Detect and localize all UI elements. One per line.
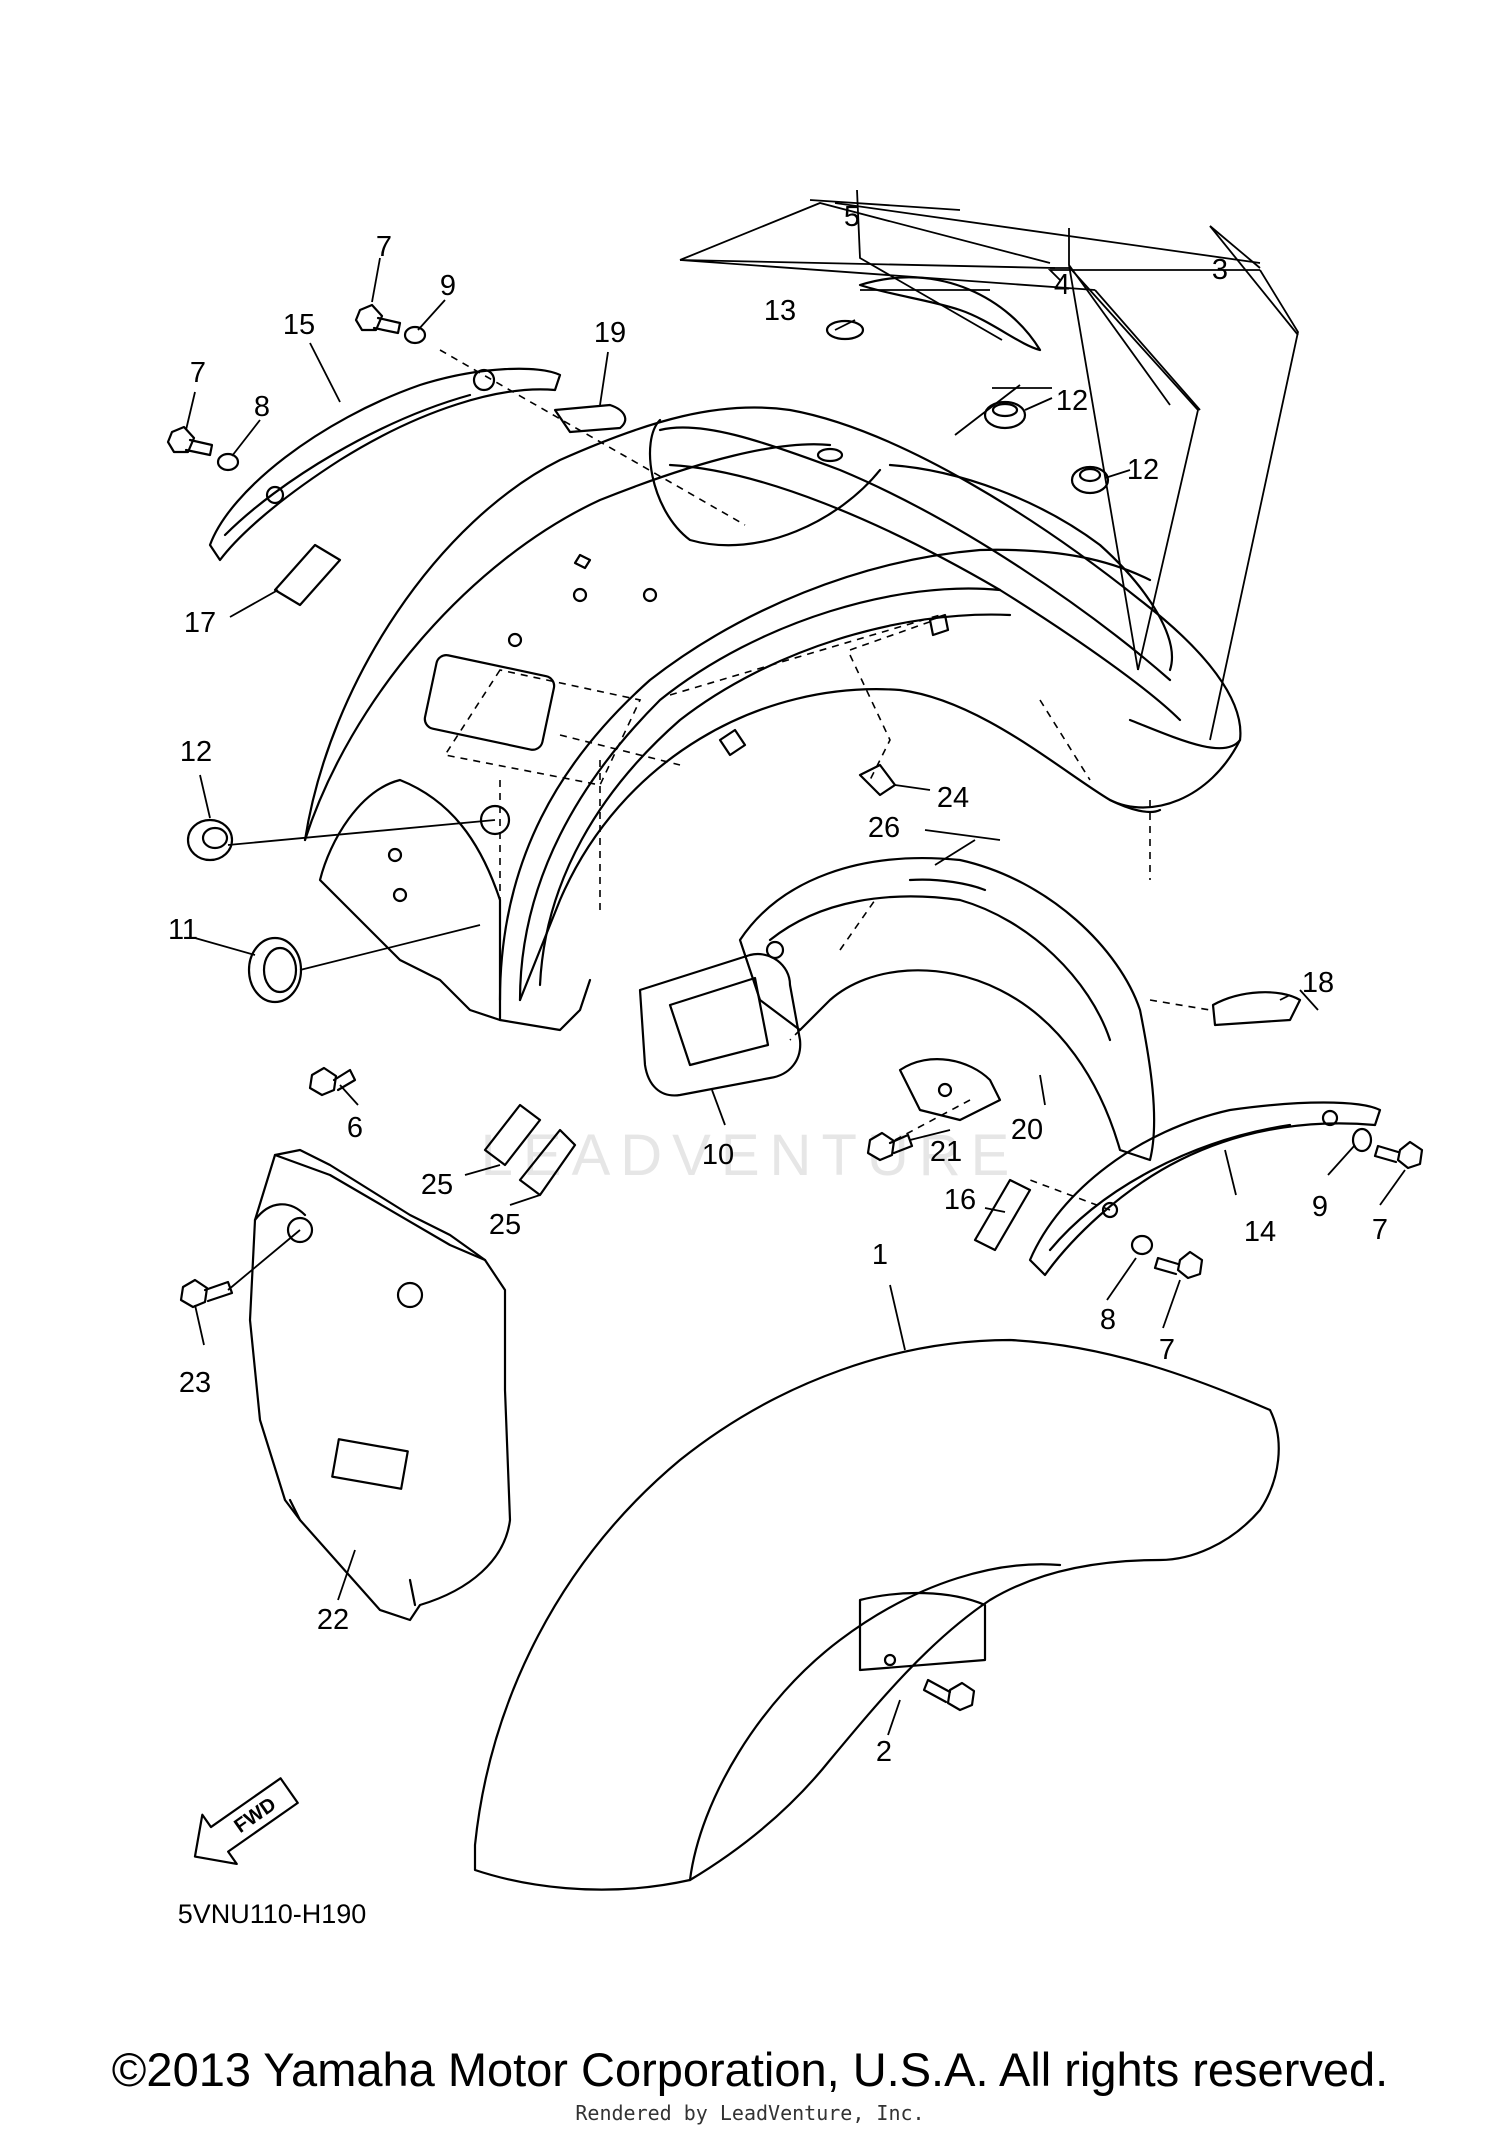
part-5-pad <box>858 276 1042 352</box>
callout-23: 23 <box>179 1367 211 1399</box>
part-6-bolt <box>308 1066 357 1097</box>
part-19-pad <box>553 403 627 434</box>
callout-22: 22 <box>317 1604 349 1636</box>
callout-25a: 25 <box>421 1169 453 1201</box>
fwd-arrow-icon: FWD <box>193 1777 299 1866</box>
callout-24: 24 <box>937 782 969 814</box>
part-8-washer <box>1130 1234 1154 1256</box>
part-16-pad <box>973 1178 1032 1252</box>
part-13-washer <box>825 319 865 341</box>
part-12-grommet <box>1070 465 1110 495</box>
rendered-by-notice: Rendered by LeadVenture, Inc. <box>575 2101 925 2125</box>
callout-12c: 12 <box>180 736 212 768</box>
callout-7b: 7 <box>190 357 206 389</box>
rear-fender <box>303 406 1242 1032</box>
callout-17: 17 <box>184 607 216 639</box>
callouts: 1 2 3 4 5 6 7 7 7 7 8 8 9 9 10 11 12 12 … <box>168 201 1388 1768</box>
callout-8b: 8 <box>1100 1304 1116 1336</box>
callout-26: 26 <box>868 812 900 844</box>
part-25-sticker <box>483 1103 542 1167</box>
part-21-bolt <box>866 1131 914 1162</box>
diagram-code: 5VNU110-H190 <box>178 1899 367 1929</box>
part-1-front-fender <box>473 1338 1280 1891</box>
callout-18: 18 <box>1302 967 1334 999</box>
part-7-bolt <box>166 425 214 457</box>
callout-8a: 8 <box>254 391 270 423</box>
part-17-pad <box>273 543 342 607</box>
part-8-washer <box>216 452 240 472</box>
copyright-notice: ©2013 Yamaha Motor Corporation, U.S.A. A… <box>111 2043 1389 2096</box>
part-7-bolt <box>1153 1250 1204 1280</box>
callout-7c: 7 <box>1372 1214 1388 1246</box>
part-11-grommet <box>247 936 303 1004</box>
assembly-lines <box>439 349 1211 1211</box>
callout-12b: 12 <box>1127 454 1159 486</box>
part-7-bolt <box>354 303 402 335</box>
part-23-bolt <box>179 1278 234 1309</box>
part-15-rail <box>208 367 562 562</box>
callout-11: 11 <box>168 914 198 946</box>
callout-9b: 9 <box>1312 1191 1328 1223</box>
part-14-rail <box>1028 1101 1382 1277</box>
part-2-bolt <box>922 1678 976 1712</box>
callout-25b: 25 <box>489 1209 521 1241</box>
part-9-washer <box>1351 1127 1373 1153</box>
callout-1: 1 <box>872 1239 888 1271</box>
callout-13: 13 <box>764 295 796 327</box>
part-7-bolt <box>1373 1140 1424 1170</box>
callout-7a: 7 <box>376 231 392 263</box>
callout-15: 15 <box>283 309 315 341</box>
part-20-inner-fender <box>738 857 1156 1162</box>
callout-12a: 12 <box>1056 385 1088 417</box>
part-18-pad <box>1211 991 1302 1027</box>
leader-lines <box>185 189 1406 1736</box>
part-10-gasket <box>638 952 802 1097</box>
callout-21: 21 <box>930 1136 962 1168</box>
callout-3: 3 <box>1212 254 1228 286</box>
part-25-sticker <box>518 1128 577 1197</box>
callout-20: 20 <box>1011 1114 1043 1146</box>
callout-7d: 7 <box>1159 1334 1175 1366</box>
callout-14: 14 <box>1244 1216 1276 1248</box>
callout-2: 2 <box>876 1736 892 1768</box>
callout-4: 4 <box>1054 269 1070 301</box>
part-9-washer <box>403 325 427 345</box>
part-22-side-cover <box>248 1148 512 1622</box>
callout-19: 19 <box>594 317 626 349</box>
part-24-clip <box>858 763 897 797</box>
callout-9a: 9 <box>440 270 456 302</box>
part-12-grommet <box>983 400 1027 430</box>
callout-16: 16 <box>944 1184 976 1216</box>
callout-5: 5 <box>844 201 860 233</box>
callout-10: 10 <box>702 1139 734 1171</box>
part-12-grommet <box>186 818 234 862</box>
callout-6: 6 <box>347 1112 363 1144</box>
